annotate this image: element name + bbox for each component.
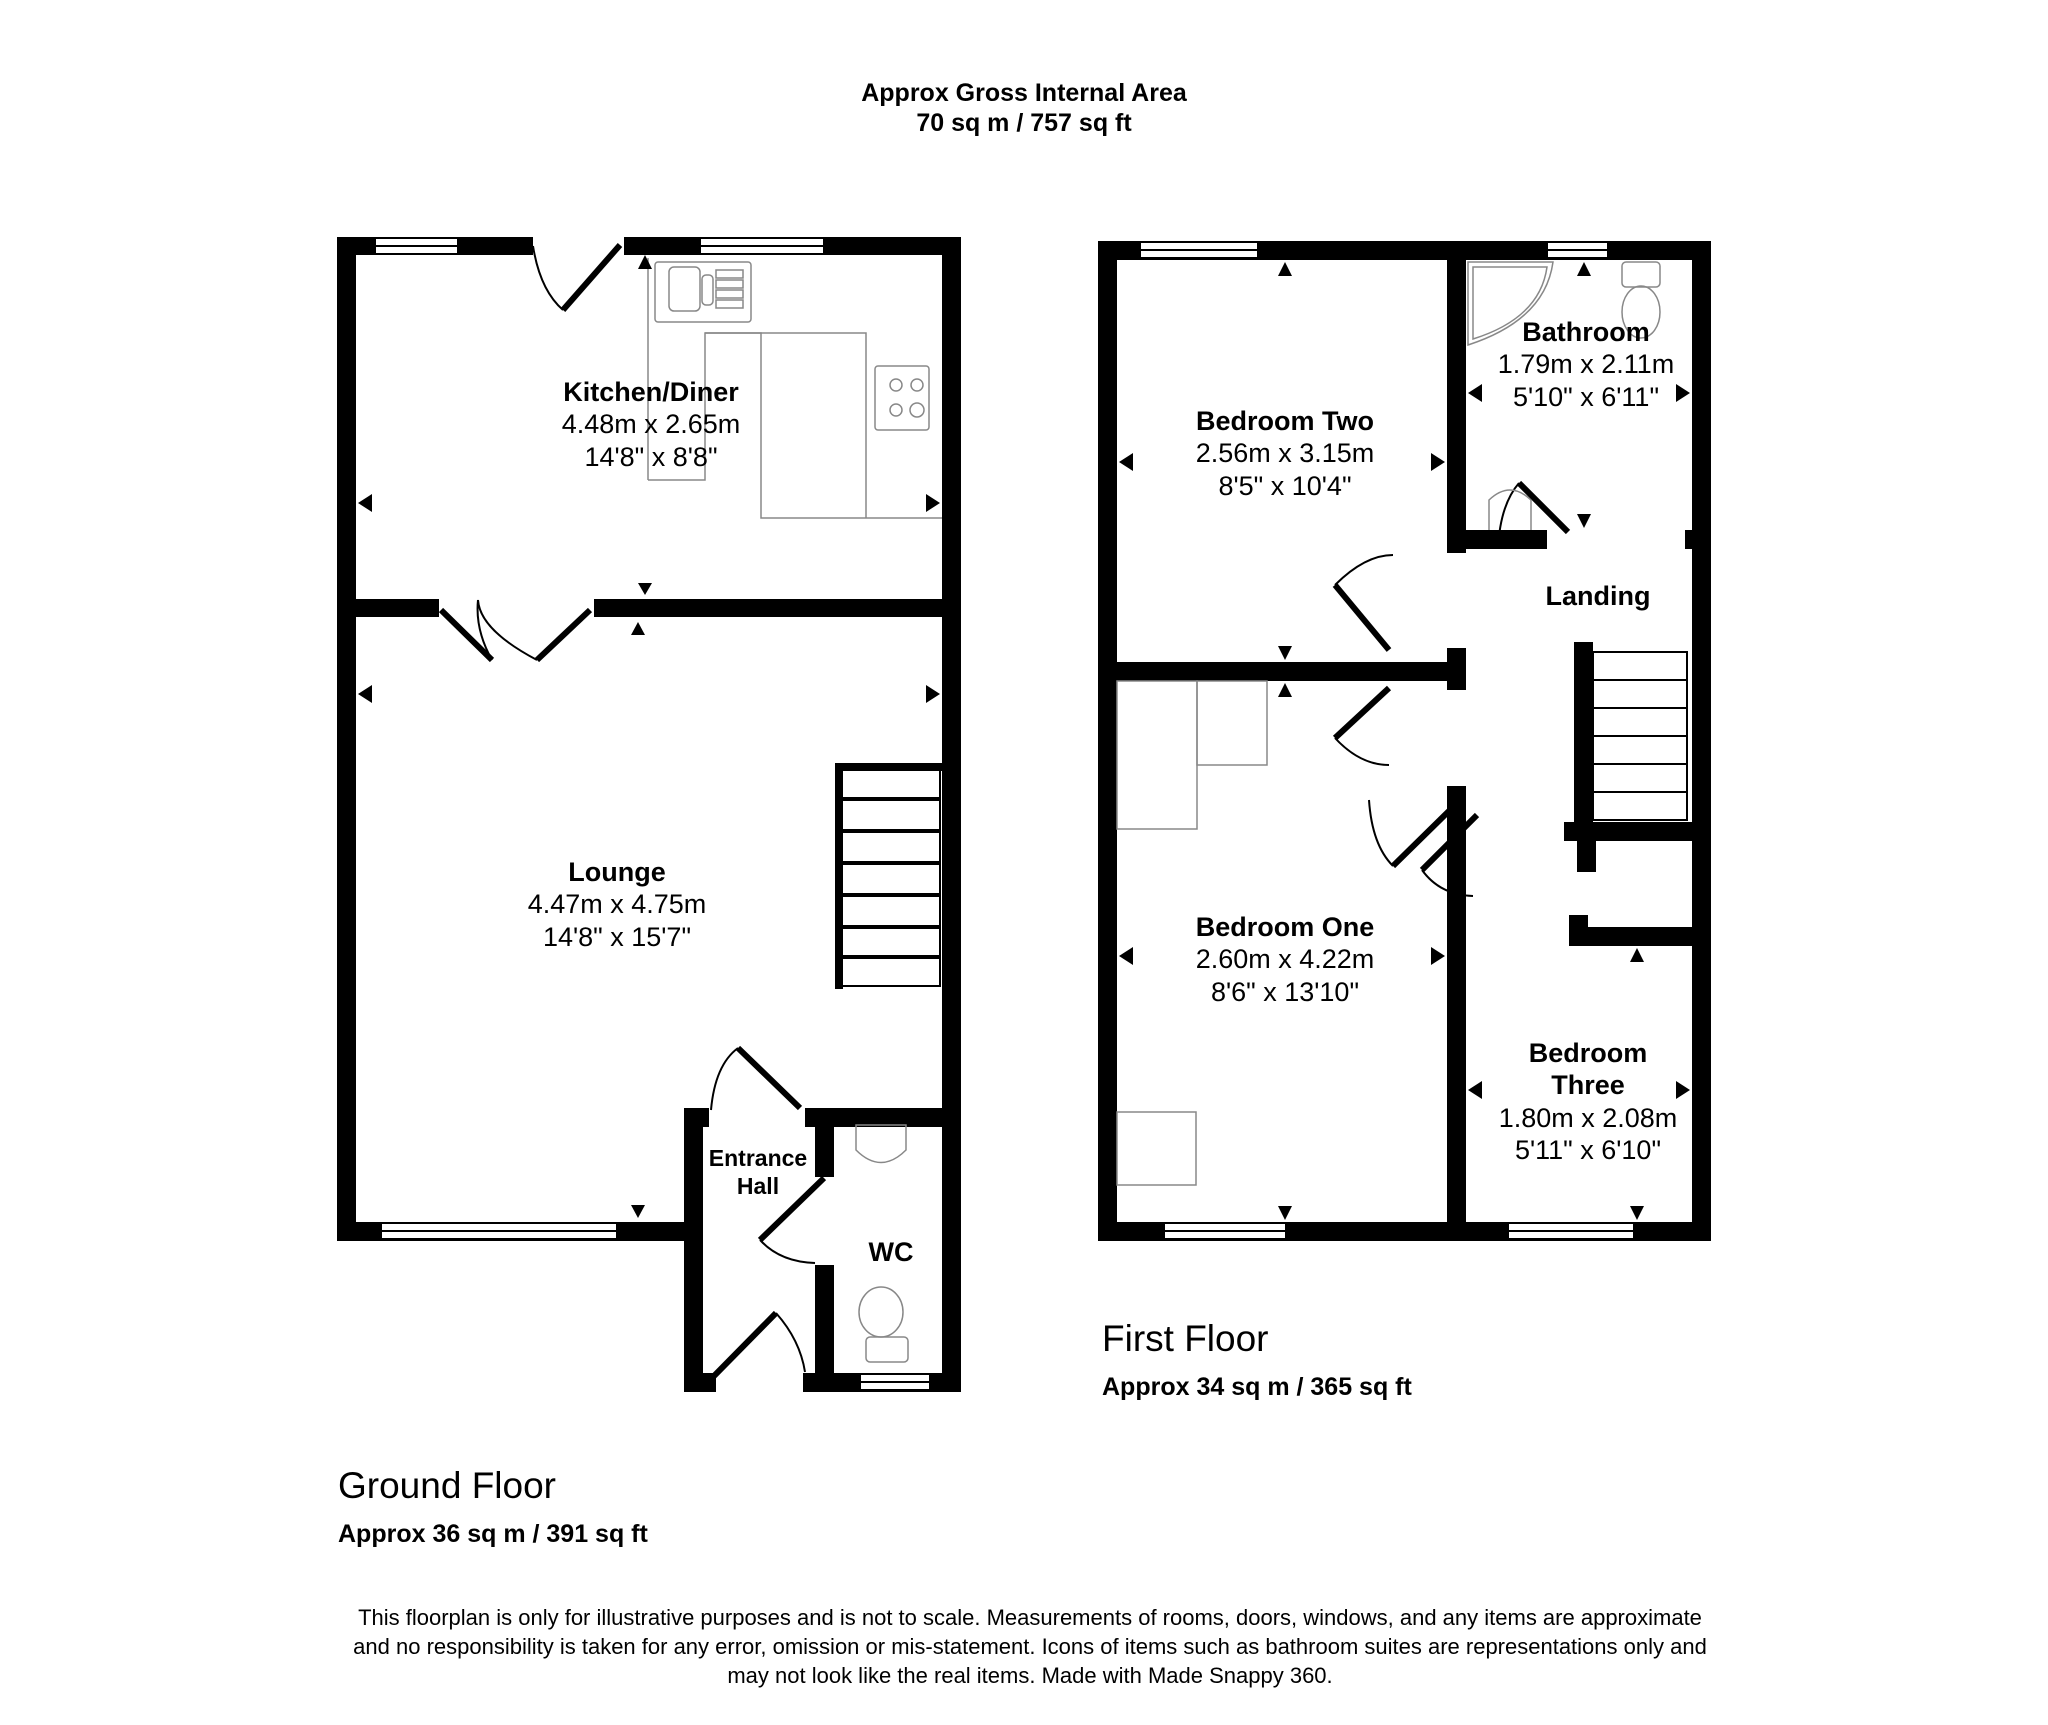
room-lounge: Lounge 4.47m x 4.75m 14'8" x 15'7" bbox=[528, 856, 707, 953]
first-floor-windows bbox=[1139, 241, 1635, 1240]
room-bedroom-one: Bedroom One 2.60m x 4.22m 8'6" x 13'10" bbox=[1196, 911, 1375, 1008]
room-landing: Landing bbox=[1546, 580, 1651, 612]
room-bedroom-two: Bedroom Two 2.56m x 3.15m 8'5" x 10'4" bbox=[1196, 405, 1375, 502]
sink-icon bbox=[654, 261, 752, 323]
room-imperial: 8'5" x 10'4" bbox=[1218, 470, 1352, 501]
first-floor-title: First Floor bbox=[1102, 1318, 1269, 1359]
room-name: Bedroom Two bbox=[1196, 406, 1374, 436]
first-floor-arrows bbox=[1119, 262, 1690, 1220]
room-kitchen-diner: Kitchen/Diner 4.48m x 2.65m 14'8" x 8'8" bbox=[562, 376, 741, 473]
room-name: WC bbox=[868, 1237, 914, 1267]
room-bathroom: Bathroom 1.79m x 2.11m 5'10" x 6'11" bbox=[1498, 316, 1675, 413]
ground-floor-arrows bbox=[358, 255, 940, 1218]
gross-area-value: 70 sq m / 757 sq ft bbox=[916, 109, 1132, 137]
room-imperial: 5'10" x 6'11" bbox=[1512, 381, 1660, 412]
gross-area-title: Approx Gross Internal Area bbox=[861, 79, 1187, 107]
bedroom-one-wardrobe-icon bbox=[1116, 680, 1268, 1186]
toilet-icon bbox=[858, 1286, 904, 1338]
room-name: Bathroom bbox=[1522, 317, 1650, 347]
bathroom-fixtures bbox=[1467, 261, 1661, 530]
room-imperial: 14'8" x 15'7" bbox=[542, 921, 692, 952]
room-wc: WC bbox=[869, 1236, 914, 1268]
room-imperial: 8'6" x 13'10" bbox=[1210, 976, 1360, 1007]
ground-floor-title: Ground Floor bbox=[338, 1465, 556, 1506]
ground-floor-windows bbox=[374, 237, 931, 1391]
basin-icon bbox=[1488, 489, 1532, 530]
disclaimer-line-1: This floorplan is only for illustrative … bbox=[358, 1605, 1702, 1630]
room-name: Landing bbox=[1545, 581, 1651, 611]
disclaimer-line-2: and no responsibility is taken for any e… bbox=[353, 1634, 1707, 1659]
toilet-icon bbox=[1621, 261, 1661, 288]
basin-icon bbox=[855, 1124, 907, 1164]
hob-icon bbox=[874, 365, 930, 431]
landing-stairs-icon bbox=[1592, 651, 1688, 821]
first-floor-area: Approx 34 sq m / 365 sq ft bbox=[1102, 1373, 1412, 1401]
room-entrance-hall: Entrance Hall bbox=[709, 1145, 807, 1200]
disclaimer: This floorplan is only for illustrative … bbox=[260, 1603, 1800, 1690]
room-metric: 1.79m x 2.11m bbox=[1497, 349, 1675, 380]
room-imperial: 14'8" x 8'8" bbox=[584, 441, 718, 472]
room-metric: 2.60m x 4.22m bbox=[1195, 944, 1375, 975]
ground-floor-area: Approx 36 sq m / 391 sq ft bbox=[338, 1520, 648, 1548]
room-name: Lounge bbox=[568, 857, 666, 887]
room-metric: 2.56m x 3.15m bbox=[1195, 438, 1375, 469]
first-floor-doors bbox=[1332, 480, 1571, 897]
room-name: Kitchen/Diner bbox=[563, 377, 739, 407]
room-name: Bedroom bbox=[1528, 1038, 1648, 1068]
ground-floor-stairs-icon bbox=[835, 763, 943, 989]
ground-floor-doors bbox=[438, 243, 827, 1380]
room-bedroom-three: Bedroom Three 1.80m x 2.08m 5'11" x 6'10… bbox=[1499, 1037, 1678, 1167]
room-name-2: Three bbox=[1551, 1070, 1625, 1101]
room-name: Bedroom One bbox=[1195, 912, 1375, 942]
room-name-2: Hall bbox=[736, 1172, 780, 1199]
room-imperial: 5'11" x 6'10" bbox=[1514, 1135, 1662, 1166]
shower-icon bbox=[1467, 261, 1554, 347]
room-name: Entrance bbox=[708, 1145, 808, 1171]
room-metric: 4.47m x 4.75m bbox=[527, 889, 707, 920]
disclaimer-line-3: may not look like the real items. Made w… bbox=[727, 1663, 1333, 1688]
room-metric: 4.48m x 2.65m bbox=[561, 409, 741, 440]
room-metric: 1.80m x 2.08m bbox=[1498, 1102, 1678, 1133]
wc-fixtures bbox=[855, 1124, 909, 1363]
kitchen-fixtures bbox=[647, 258, 942, 519]
